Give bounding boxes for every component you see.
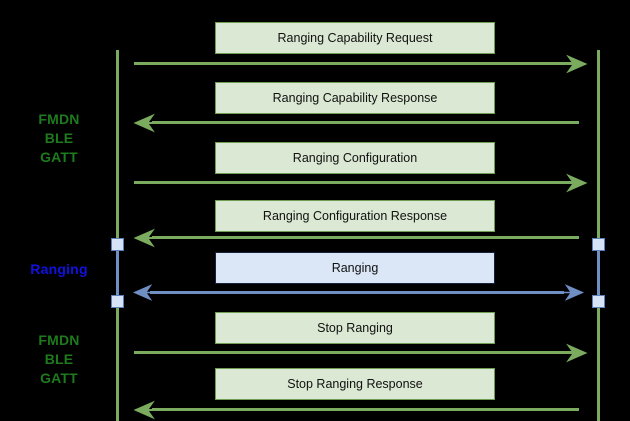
arrow-head-left-msg-4	[133, 228, 157, 248]
lifeline-left-ranging	[116, 242, 119, 308]
arrow-head-left-msg-7	[133, 400, 157, 420]
message-box-stop-ranging: Stop Ranging	[215, 312, 495, 344]
arrow-line-msg-6	[134, 351, 579, 354]
activation-left-start	[111, 238, 124, 251]
activation-right-end	[592, 295, 605, 308]
arrow-line-msg-4	[152, 236, 579, 239]
message-box-ranging-capability-request: Ranging Capability Request	[215, 22, 495, 54]
arrow-line-msg-5	[150, 291, 564, 294]
arrow-line-msg-3	[134, 181, 579, 184]
message-box-ranging-configuration: Ranging Configuration	[215, 142, 495, 174]
arrow-head-left-msg-5	[132, 284, 154, 301]
lifeline-right-ranging	[597, 242, 600, 308]
arrow-line-msg-2	[152, 121, 579, 124]
arrow-line-msg-7	[152, 408, 579, 411]
lifeline-right-lower	[597, 308, 600, 421]
arrow-head-left-msg-2	[133, 113, 157, 133]
lifeline-left-lower	[116, 308, 119, 421]
arrow-head-right-msg-6	[564, 343, 588, 363]
message-box-ranging: Ranging	[215, 252, 495, 284]
message-box-stop-ranging-response: Stop Ranging Response	[215, 368, 495, 400]
phase-label-fmdn-bottom: FMDN BLE GATT	[38, 332, 80, 386]
activation-right-start	[592, 238, 605, 251]
arrow-head-right-msg-5	[563, 284, 585, 301]
phase-label-ranging: Ranging	[30, 261, 88, 277]
activation-left-end	[111, 295, 124, 308]
arrow-head-right-msg-1	[564, 54, 588, 74]
lifeline-left-upper	[116, 50, 119, 242]
arrow-head-right-msg-3	[564, 173, 588, 193]
message-box-ranging-configuration-response: Ranging Configuration Response	[215, 200, 495, 232]
phase-label-fmdn-top: FMDN BLE GATT	[38, 111, 80, 165]
lifeline-right-upper	[597, 50, 600, 242]
message-box-ranging-capability-response: Ranging Capability Response	[215, 82, 495, 114]
arrow-line-msg-1	[134, 62, 579, 65]
